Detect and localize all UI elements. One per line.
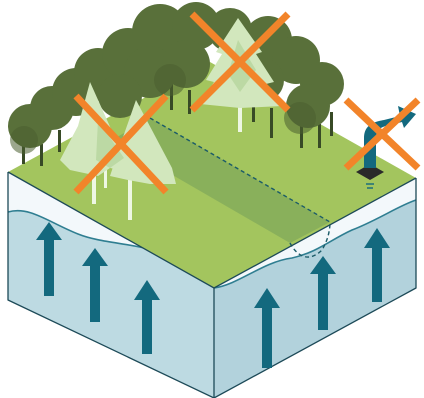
arrow-up <box>364 228 390 302</box>
pine-left-shade <box>96 120 124 168</box>
block-outline <box>7 172 417 398</box>
grass-channel-band <box>112 118 330 243</box>
arrow-up <box>82 248 108 322</box>
arrow-up <box>36 222 62 296</box>
right-face-water-line <box>213 199 417 289</box>
well-pipe-body <box>364 106 416 168</box>
forest-shadows <box>10 64 316 154</box>
cross-icon <box>343 97 421 171</box>
grass-top-outline <box>7 171 417 289</box>
pine-left-trunks <box>92 160 132 220</box>
well-base <box>356 164 384 180</box>
arrow-up <box>254 288 280 368</box>
pine-left-body-2 <box>110 100 176 184</box>
arrow-up <box>134 280 160 354</box>
cross-marks <box>73 11 421 195</box>
arrow-up <box>310 256 336 330</box>
water-well-pipe <box>356 106 416 189</box>
cross-icon <box>189 11 291 113</box>
groundwater-arrows <box>36 222 390 368</box>
cross-icon <box>73 93 169 195</box>
well-depth-marks <box>366 183 374 189</box>
